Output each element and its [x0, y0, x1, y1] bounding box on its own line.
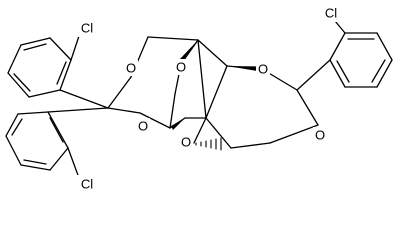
bond	[28, 89, 61, 98]
bond	[7, 72, 30, 98]
bond	[197, 39, 207, 119]
bond	[17, 111, 49, 115]
bond	[59, 59, 72, 91]
bond	[193, 117, 207, 144]
dioxepane-ring	[197, 39, 331, 149]
right-chlorophenyl-ring	[329, 14, 393, 88]
bicyclic-core	[107, 36, 207, 144]
oxygen-label: O	[138, 119, 148, 134]
wedge-bond	[227, 66, 260, 72]
bond	[205, 117, 232, 149]
bond	[269, 124, 319, 144]
bond-to-aryl	[296, 59, 331, 91]
bond	[205, 65, 228, 119]
bond	[230, 142, 271, 149]
bond	[7, 44, 22, 74]
bond	[107, 76, 132, 109]
aromatic-bond	[371, 59, 386, 83]
bond	[376, 59, 393, 88]
bottom-left-chlorophenyl-ring	[5, 107, 109, 179]
bond-to-ketal-carbon	[59, 89, 109, 109]
bond	[47, 111, 69, 149]
bond	[5, 113, 19, 137]
wedge-bond	[179, 40, 198, 62]
aromatic-bond	[49, 117, 64, 143]
bond-to-cl	[70, 32, 81, 61]
chemical-structure: Cl Cl Cl O O O O O O	[5, 4, 393, 193]
bond	[20, 164, 51, 171]
chlorine-label: Cl	[325, 6, 337, 21]
bond	[147, 36, 199, 41]
hashed-wedge-bond	[195, 137, 222, 151]
oxygen-label: O	[176, 60, 186, 75]
atom-labels: Cl Cl Cl O O O O O O	[74, 4, 344, 193]
aromatic-bond	[11, 118, 23, 136]
aromatic-bond	[23, 43, 47, 51]
bond	[20, 37, 51, 46]
bond	[49, 37, 72, 61]
bond	[329, 59, 346, 88]
top-left-chlorophenyl-ring	[7, 32, 109, 109]
oxygen-label: O	[315, 128, 325, 143]
bond	[329, 32, 346, 61]
chlorine-label: Cl	[81, 21, 93, 36]
bond	[49, 147, 69, 171]
bond	[197, 39, 228, 67]
bond	[376, 32, 393, 61]
oxygen-label: O	[258, 62, 268, 77]
bond-to-cl	[67, 147, 80, 179]
aromatic-bond	[23, 159, 47, 165]
bond	[296, 89, 319, 126]
aromatic-bond	[13, 73, 31, 92]
chlorine-label: Cl	[81, 177, 93, 192]
bond	[5, 135, 22, 166]
aromatic-bond	[336, 60, 350, 83]
wedge-bond	[171, 118, 185, 130]
oxygen-label: O	[181, 135, 191, 150]
bond-to-ketal-carbon	[47, 107, 109, 113]
aromatic-bond	[56, 61, 67, 85]
bond	[139, 112, 171, 129]
bond	[107, 107, 141, 114]
bond	[169, 93, 176, 129]
oxygen-label: O	[126, 61, 136, 76]
